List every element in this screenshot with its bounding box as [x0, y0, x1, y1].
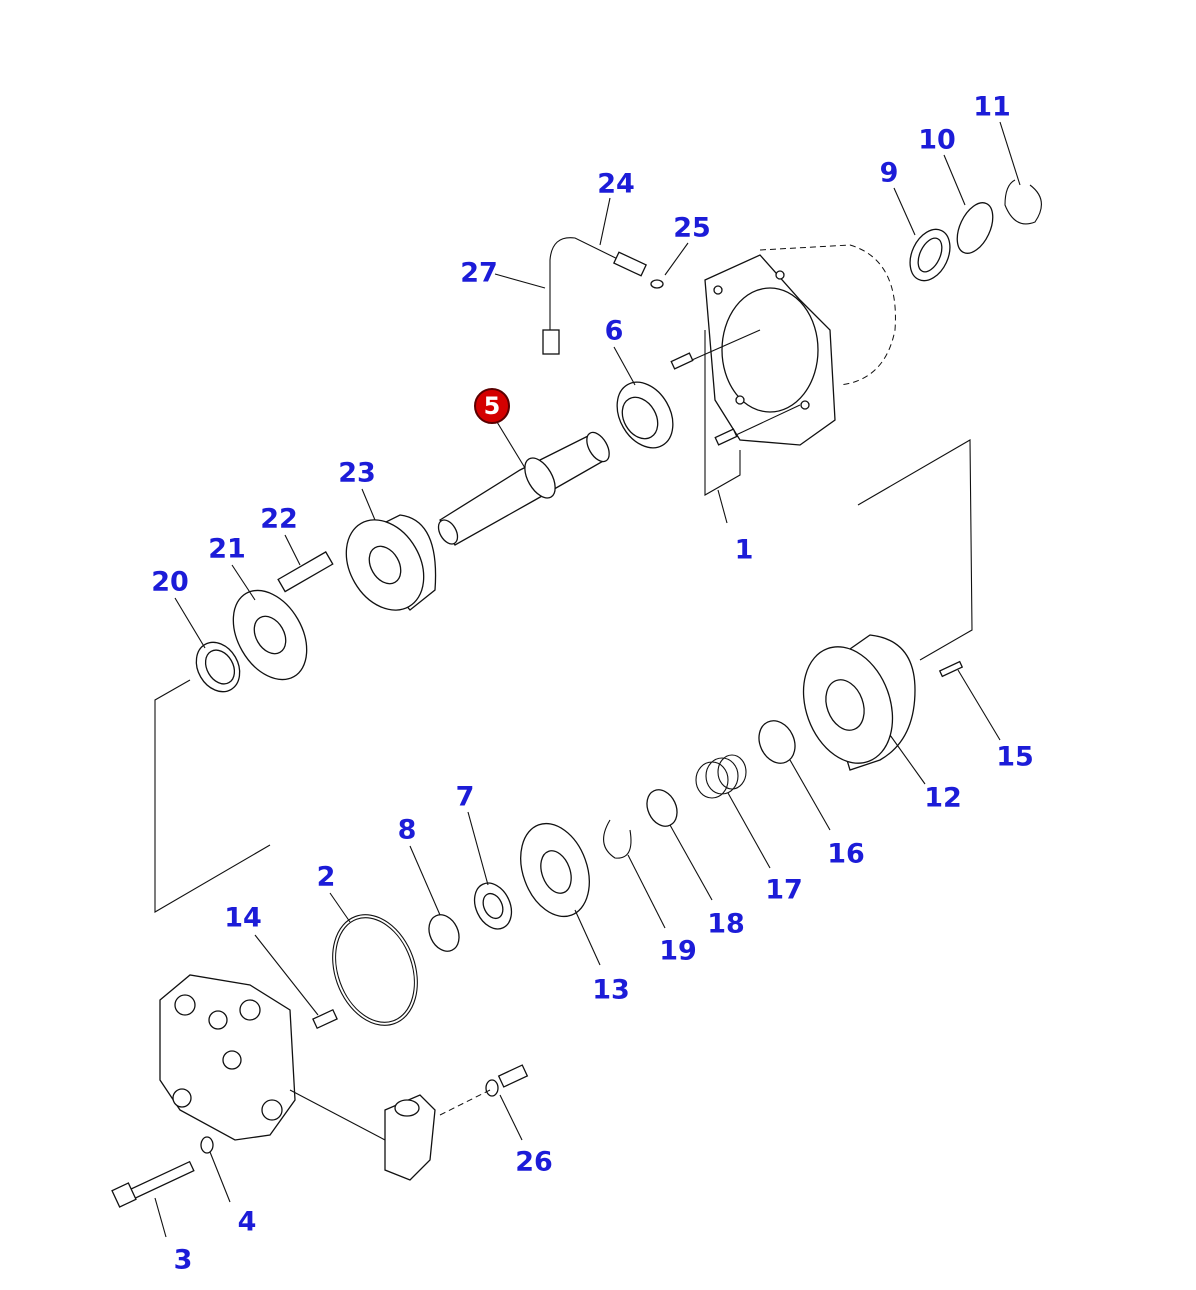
part-label-25[interactable]: 25: [673, 212, 711, 244]
part-label-12[interactable]: 12: [924, 782, 962, 814]
housing-part: [704, 244, 896, 524]
part-label-27[interactable]: 27: [460, 257, 498, 289]
part-label-22[interactable]: 22: [260, 503, 298, 535]
shaft-part: [437, 431, 610, 546]
part-label-18[interactable]: 18: [707, 908, 745, 940]
part-label-23[interactable]: 23: [338, 457, 376, 489]
part-label-20[interactable]: 20: [151, 566, 189, 598]
part-label-13[interactable]: 13: [592, 974, 630, 1006]
part-label-21[interactable]: 21: [208, 533, 246, 565]
part-label-6[interactable]: 6: [604, 315, 624, 347]
part-label-2[interactable]: 2: [316, 861, 336, 893]
leader-lines: [154, 121, 1021, 1238]
part-label-3[interactable]: 3: [173, 1244, 193, 1276]
part-label-16[interactable]: 16: [827, 838, 865, 870]
highlighted-part-5-badge[interactable]: 5: [474, 388, 510, 424]
part-label-24[interactable]: 24: [597, 168, 635, 200]
part-label-9[interactable]: 9: [879, 157, 899, 189]
part-label-14[interactable]: 14: [224, 902, 262, 934]
part-label-17[interactable]: 17: [765, 874, 803, 906]
part-label-19[interactable]: 19: [659, 935, 697, 967]
part-label-26[interactable]: 26: [515, 1146, 553, 1178]
part-label-1[interactable]: 1: [734, 534, 754, 566]
part-label-10[interactable]: 10: [918, 124, 956, 156]
part-label-7[interactable]: 7: [455, 781, 475, 813]
part-label-11[interactable]: 11: [973, 91, 1011, 123]
part-label-8[interactable]: 8: [397, 814, 417, 846]
valve-body-part: [159, 974, 296, 1141]
part-label-15[interactable]: 15: [996, 741, 1034, 773]
part-label-4[interactable]: 4: [237, 1206, 257, 1238]
